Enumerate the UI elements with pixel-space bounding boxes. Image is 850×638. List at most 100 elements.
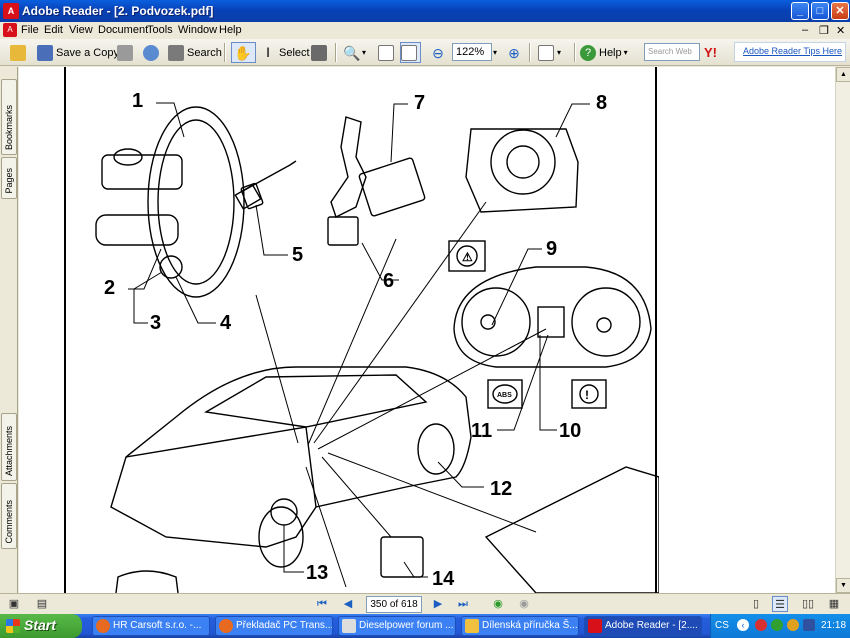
start-button[interactable]: Start xyxy=(0,614,82,638)
firefox-icon xyxy=(219,619,233,633)
toolbar-separator xyxy=(335,43,337,62)
tab-bookmarks[interactable]: Bookmarks xyxy=(1,79,17,155)
tab-comments[interactable]: Comments xyxy=(1,483,17,549)
rear-wheel xyxy=(417,423,455,475)
menu-edit[interactable]: Edit xyxy=(44,24,63,36)
save-copy-button[interactable]: Save a Copy xyxy=(37,42,119,63)
taskbar-item[interactable]: Dieselpower forum ... xyxy=(338,616,456,636)
next-page-button[interactable]: ▶ xyxy=(433,598,443,610)
select-label: Select xyxy=(279,46,310,59)
reader-tips-link[interactable]: Adobe Reader Tips Here xyxy=(734,42,846,62)
first-page-button[interactable]: ⏮ xyxy=(317,598,327,610)
taskbar-item[interactable]: Překladač PC Trans... xyxy=(215,616,333,636)
zoom-in-button[interactable]: ⊕ xyxy=(506,42,525,63)
search-button[interactable]: Search xyxy=(168,42,222,63)
text-cursor-icon: Ⅰ xyxy=(266,44,270,60)
tray-network-icon[interactable] xyxy=(771,619,783,631)
windows-logo-icon xyxy=(6,619,20,633)
continuous-page-icon[interactable]: ☰ xyxy=(772,596,788,612)
language-indicator[interactable]: CS xyxy=(715,620,729,631)
menu-document[interactable]: Document xyxy=(98,24,149,36)
page-options-icon[interactable]: ▤ xyxy=(36,598,48,610)
doc-minimize-button[interactable]: – xyxy=(802,24,809,36)
callout-12: 12 xyxy=(490,478,512,500)
previous-page-button[interactable]: ◀ xyxy=(343,598,353,610)
menu-tools[interactable]: Tools xyxy=(147,24,173,36)
zoom-in-tool-button[interactable]: 🔍▾ xyxy=(343,44,367,61)
warning-lamp-box xyxy=(448,240,486,272)
close-button[interactable]: ✕ xyxy=(831,2,849,20)
vertical-scrollbar[interactable]: ▲ ▼ xyxy=(835,67,850,593)
doc-close-button[interactable]: ✕ xyxy=(836,25,846,37)
search-label: Search xyxy=(187,46,222,59)
fit-width-button[interactable] xyxy=(400,42,421,63)
last-page-button[interactable]: ⏭ xyxy=(458,598,468,610)
snapshot-button[interactable] xyxy=(311,42,330,63)
connector-module xyxy=(327,216,359,246)
email-button[interactable] xyxy=(143,42,162,63)
toolbar-separator xyxy=(224,43,226,62)
document-icon[interactable]: A xyxy=(3,23,17,37)
canister xyxy=(115,570,179,593)
brake-warning-lamp-box xyxy=(571,379,607,409)
callout-13: 13 xyxy=(306,562,328,584)
menu-file[interactable]: File xyxy=(21,24,39,36)
zoom-level-field[interactable]: 122% xyxy=(452,43,492,61)
tab-attachments[interactable]: Attachments xyxy=(1,413,17,481)
tray-expand-icon[interactable]: ‹ xyxy=(737,619,749,631)
magnifier-icon: 🔍 xyxy=(343,44,361,61)
facing-page-icon[interactable]: ▯▯ xyxy=(801,598,815,610)
save-copy-label: Save a Copy xyxy=(56,46,119,59)
rotate-button[interactable]: ▾ xyxy=(538,42,561,63)
abs-control-unit xyxy=(380,536,424,578)
toolbar-separator xyxy=(529,43,531,62)
taskbar-item[interactable]: Dílenská příručka Š... xyxy=(461,616,579,636)
minimize-button[interactable]: _ xyxy=(791,2,809,20)
go-back-button[interactable]: ◉ xyxy=(493,598,503,610)
master-cylinder xyxy=(95,214,179,246)
tray-shield-icon[interactable] xyxy=(803,619,815,631)
front-wheel xyxy=(258,506,304,568)
doc-restore-button[interactable]: ❐ xyxy=(819,25,829,37)
tray-app-icon[interactable] xyxy=(787,619,799,631)
taskbar-item-active[interactable]: Adobe Reader - [2.... xyxy=(584,616,702,636)
maximize-button[interactable]: □ xyxy=(811,2,829,20)
callout-8: 8 xyxy=(596,92,607,114)
taskbar-item[interactable]: HR Carsoft s.r.o. -... xyxy=(92,616,210,636)
tray-antivirus-icon[interactable] xyxy=(755,619,767,631)
callout-1: 1 xyxy=(132,90,143,112)
single-page-icon[interactable]: ▯ xyxy=(752,598,760,610)
yahoo-icon[interactable]: Y! xyxy=(704,45,717,60)
document-view[interactable]: 1 2 3 4 5 6 7 8 9 10 11 12 13 14 ABS ! ⚠ xyxy=(19,67,835,593)
brake-booster xyxy=(147,106,245,298)
menu-window[interactable]: Window xyxy=(178,24,218,36)
panel-toggle-icon[interactable]: ▣ xyxy=(8,598,20,610)
tab-attachments-label: Attachments xyxy=(4,425,14,476)
page-number-field[interactable]: 350 of 618 xyxy=(366,596,422,613)
zoom-out-button[interactable]: ⊖ xyxy=(430,42,449,63)
tab-pages[interactable]: Pages xyxy=(1,157,17,199)
scroll-down-button[interactable]: ▼ xyxy=(836,578,850,593)
adobe-reader-icon xyxy=(588,619,602,633)
callout-6: 6 xyxy=(383,270,394,292)
callout-2: 2 xyxy=(104,277,115,299)
search-web-input[interactable]: Search Web xyxy=(644,43,700,61)
go-forward-button[interactable]: ◉ xyxy=(519,598,529,610)
menu-help[interactable]: Help xyxy=(219,24,242,36)
hand-tool-button[interactable]: ✋ xyxy=(231,42,256,63)
adobe-reader-icon: A xyxy=(3,3,19,19)
fit-page-button[interactable] xyxy=(378,42,397,63)
menu-view[interactable]: View xyxy=(69,24,93,36)
scroll-up-button[interactable]: ▲ xyxy=(836,67,850,82)
select-tool-button[interactable]: Ⅰ Select xyxy=(260,42,310,63)
help-button[interactable]: ?Help▾ xyxy=(580,42,628,63)
taskbar-item-label: Dílenská příručka Š... xyxy=(482,620,578,631)
warning-triangle-symbol: ⚠ xyxy=(462,250,473,264)
print-button[interactable] xyxy=(117,42,136,63)
open-button[interactable] xyxy=(10,42,29,63)
zoom-dropdown[interactable]: ▾ xyxy=(493,42,497,63)
continuous-facing-icon[interactable]: ▦ xyxy=(828,598,840,610)
fit-page-icon xyxy=(378,44,394,61)
instrument-cluster xyxy=(453,266,652,368)
callout-7: 7 xyxy=(414,92,425,114)
